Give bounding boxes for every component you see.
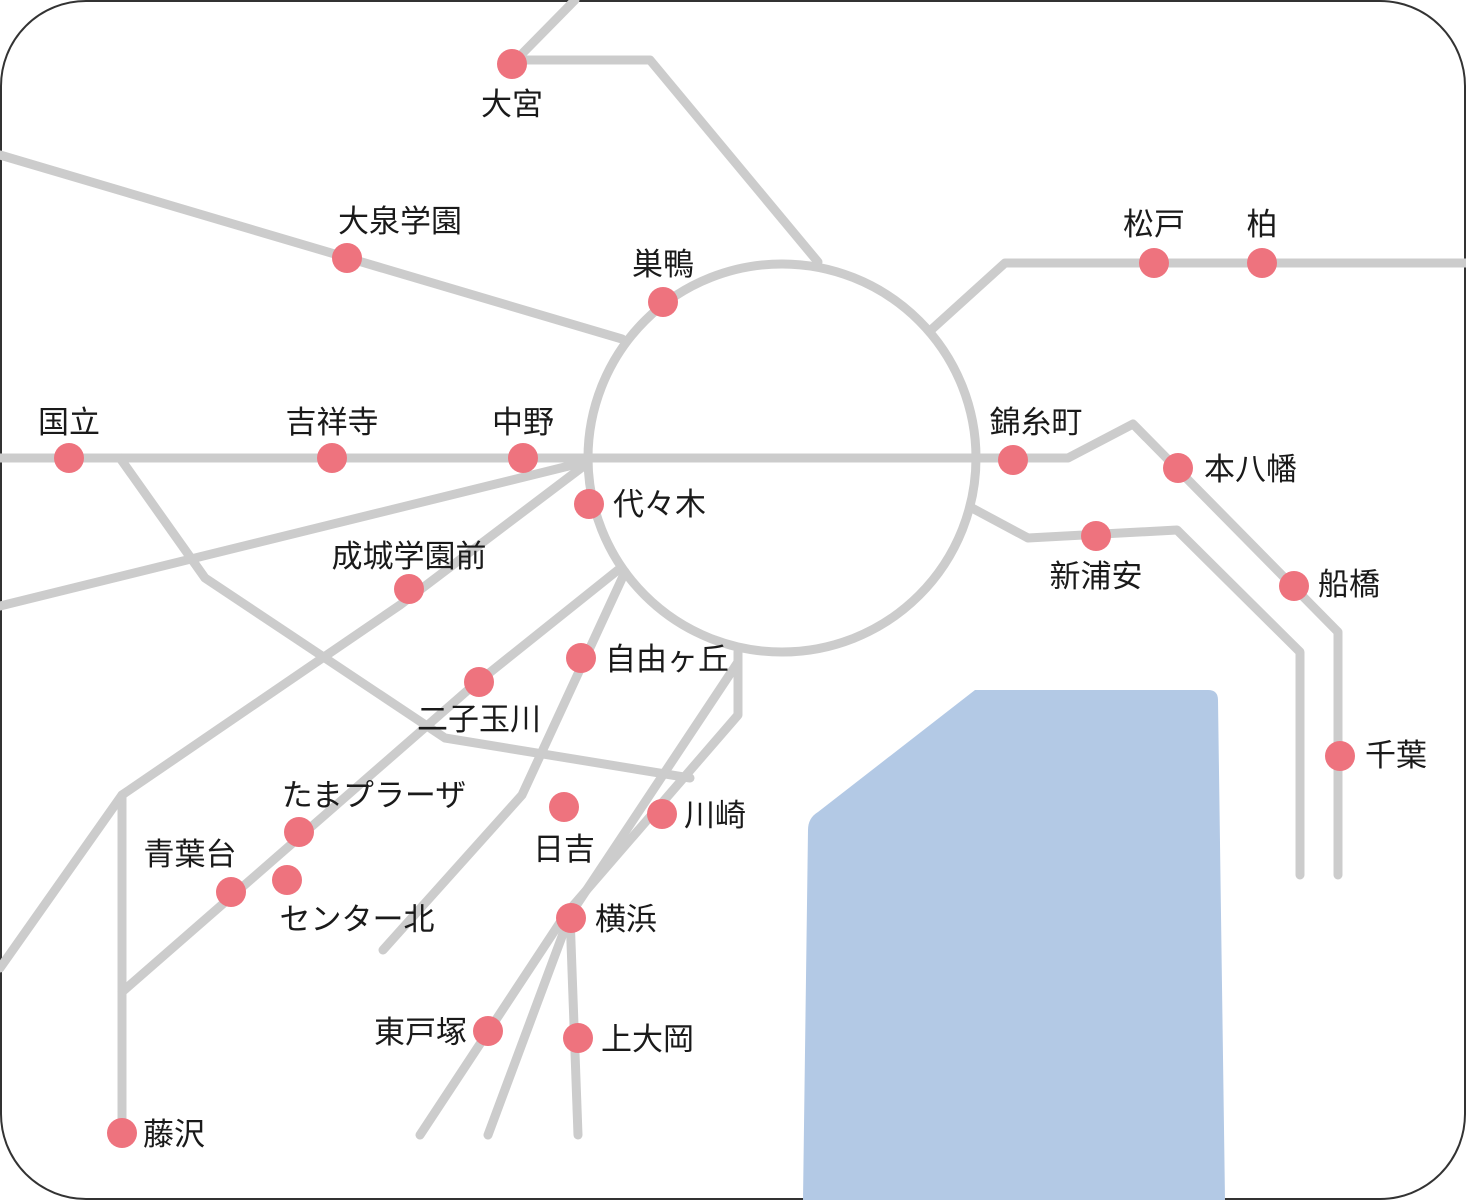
station-tama-plaza[interactable]: たまプラーザ	[282, 778, 466, 847]
station-sugamo[interactable]: 巣鴨	[632, 247, 694, 317]
station-kunitachi[interactable]: 国立	[38, 405, 100, 473]
station-marker[interactable]	[1247, 248, 1277, 278]
rail-keio-line	[0, 457, 590, 611]
station-yoyogi[interactable]: 代々木	[574, 487, 706, 523]
station-marker[interactable]	[1163, 453, 1193, 483]
station-marker[interactable]	[284, 817, 314, 847]
station-kashiwa[interactable]: 柏	[1247, 207, 1278, 278]
station-funabashi[interactable]: 船橋	[1279, 567, 1380, 603]
rail-seibu-line	[0, 150, 627, 344]
station-label: 新浦安	[1050, 559, 1143, 595]
station-label: 青葉台	[144, 837, 237, 873]
rail-keiyo-line	[967, 503, 1305, 880]
station-label: 柏	[1247, 207, 1278, 243]
station-label: たまプラーザ	[282, 778, 466, 814]
station-marker[interactable]	[216, 877, 246, 907]
station-label: 日吉	[533, 832, 595, 868]
station-label: 二子玉川	[417, 702, 541, 738]
station-label: 川崎	[684, 798, 746, 834]
tokyo-bay	[803, 690, 1225, 1200]
station-label: 上大岡	[601, 1022, 694, 1058]
station-marker[interactable]	[464, 667, 494, 697]
station-label: 千葉	[1365, 738, 1427, 774]
station-marker[interactable]	[394, 574, 424, 604]
station-label: 錦糸町	[990, 405, 1083, 441]
station-omiya[interactable]: 大宮	[481, 49, 543, 123]
station-oizumi-gakuen[interactable]: 大泉学園	[332, 204, 462, 273]
rail-sobu-line	[971, 419, 1343, 880]
rail-odakyu-line	[0, 460, 590, 973]
station-marker[interactable]	[473, 1016, 503, 1046]
station-aobadai[interactable]: 青葉台	[144, 837, 247, 907]
station-futako-tamagawa[interactable]: 二子玉川	[417, 667, 541, 738]
station-marker[interactable]	[648, 287, 678, 317]
station-marker[interactable]	[1279, 571, 1309, 601]
station-hiyoshi[interactable]: 日吉	[533, 792, 595, 868]
station-label: 成城学園前	[332, 539, 487, 575]
station-label: センター北	[280, 902, 435, 938]
station-marker[interactable]	[54, 443, 84, 473]
station-marker[interactable]	[508, 443, 538, 473]
station-yokohama[interactable]: 横浜	[556, 902, 657, 938]
station-marker[interactable]	[272, 865, 302, 895]
station-jiyugaoka[interactable]: 自由ヶ丘	[566, 642, 729, 678]
station-label: 国立	[38, 405, 100, 441]
rail-toyoko-line	[378, 567, 630, 955]
rail-joban-line	[926, 258, 1466, 335]
station-label: 大泉学園	[338, 204, 462, 240]
station-kinshicho[interactable]: 錦糸町	[990, 405, 1083, 475]
station-kawasaki[interactable]: 川崎	[647, 798, 746, 834]
station-label: 東戸塚	[374, 1015, 467, 1051]
station-label: 吉祥寺	[286, 405, 379, 441]
station-label: 藤沢	[143, 1117, 205, 1153]
station-label: 船橋	[1318, 567, 1380, 603]
station-marker[interactable]	[332, 243, 362, 273]
station-label: 中野	[492, 405, 554, 441]
station-marker[interactable]	[566, 643, 596, 673]
station-marker[interactable]	[1325, 741, 1355, 771]
station-fujisawa[interactable]: 藤沢	[107, 1117, 205, 1153]
station-marker[interactable]	[998, 445, 1028, 475]
station-matsudo[interactable]: 松戸	[1123, 207, 1185, 278]
station-kichijoji[interactable]: 吉祥寺	[286, 405, 379, 473]
station-marker[interactable]	[497, 49, 527, 79]
station-label: 代々木	[613, 487, 706, 523]
station-marker[interactable]	[556, 903, 586, 933]
station-marker[interactable]	[107, 1118, 137, 1148]
station-shin-urayasu[interactable]: 新浦安	[1050, 521, 1143, 595]
station-label: 松戸	[1123, 207, 1185, 243]
station-label: 自由ヶ丘	[605, 642, 729, 678]
station-marker[interactable]	[549, 792, 579, 822]
station-marker[interactable]	[1081, 521, 1111, 551]
station-label: 大宮	[481, 87, 543, 123]
station-marker[interactable]	[647, 799, 677, 829]
station-marker[interactable]	[563, 1023, 593, 1053]
station-motoyawata[interactable]: 本八幡	[1163, 452, 1297, 488]
station-marker[interactable]	[317, 443, 347, 473]
station-chiba[interactable]: 千葉	[1325, 738, 1427, 774]
station-label: 横浜	[595, 902, 657, 938]
station-kamiooka[interactable]: 上大岡	[563, 1022, 694, 1058]
station-marker[interactable]	[574, 489, 604, 519]
station-seijo-gakuen-mae[interactable]: 成城学園前	[332, 539, 487, 604]
station-nakano[interactable]: 中野	[492, 405, 554, 473]
station-marker[interactable]	[1139, 248, 1169, 278]
station-label: 巣鴨	[632, 247, 694, 283]
station-label: 本八幡	[1204, 452, 1297, 488]
station-center-kita[interactable]: センター北	[272, 865, 435, 938]
station-totsuka[interactable]: 東戸塚	[374, 1015, 503, 1051]
rail-keihin-north-line	[507, 55, 823, 267]
